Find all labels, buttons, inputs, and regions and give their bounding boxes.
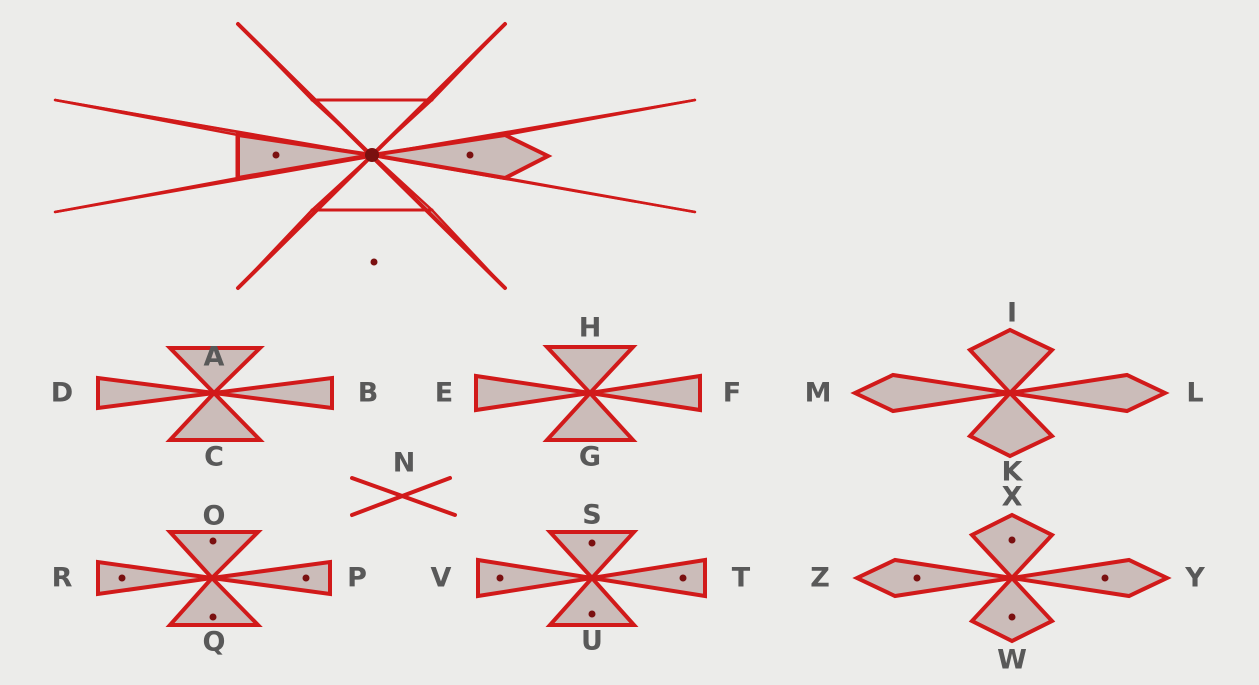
label-d: D bbox=[51, 378, 73, 409]
label-v: V bbox=[431, 563, 452, 594]
triangle-v bbox=[478, 560, 592, 596]
dot-u bbox=[589, 611, 596, 618]
dot-q bbox=[210, 614, 217, 621]
glyph-group-wxyz bbox=[857, 515, 1167, 641]
label-c: C bbox=[204, 442, 224, 473]
label-w: W bbox=[997, 645, 1027, 676]
dot-v bbox=[497, 575, 504, 582]
star-dot-right bbox=[467, 152, 474, 159]
dot-y bbox=[1102, 575, 1109, 582]
glyph-group-stuv bbox=[478, 532, 705, 625]
dot-x bbox=[1009, 537, 1016, 544]
label-n: N bbox=[393, 448, 416, 479]
label-h: H bbox=[579, 313, 602, 344]
glyph-group-opqr bbox=[98, 532, 330, 625]
diamond-y bbox=[1012, 560, 1167, 596]
diamond-k bbox=[970, 393, 1052, 456]
diamond-m bbox=[855, 375, 1010, 411]
diamond-w bbox=[972, 578, 1052, 641]
star-inner-right bbox=[372, 135, 548, 178]
master-star-figure bbox=[55, 24, 695, 288]
wedge-c bbox=[170, 393, 260, 440]
label-a: A bbox=[204, 342, 225, 373]
dot-p bbox=[303, 575, 310, 582]
diamond-l bbox=[1010, 375, 1165, 411]
label-e: E bbox=[435, 378, 453, 409]
label-x: X bbox=[1002, 482, 1023, 513]
diamond-z bbox=[857, 560, 1012, 596]
label-o: O bbox=[203, 501, 226, 532]
triangle-e bbox=[476, 376, 590, 410]
glyph-group-efgh bbox=[476, 347, 700, 440]
label-s: S bbox=[582, 500, 601, 531]
dot-z bbox=[914, 575, 921, 582]
dot-r bbox=[119, 575, 126, 582]
star-inner-left bbox=[238, 135, 372, 178]
star-dot-left bbox=[273, 152, 280, 159]
triangle-h bbox=[547, 347, 633, 393]
label-t: T bbox=[732, 563, 751, 594]
wedge-r bbox=[98, 562, 212, 594]
label-z: Z bbox=[810, 563, 830, 594]
triangle-u bbox=[550, 578, 634, 625]
dot-s bbox=[589, 540, 596, 547]
label-q: Q bbox=[203, 627, 226, 658]
triangle-s bbox=[550, 532, 634, 578]
dot-t bbox=[680, 575, 687, 582]
diamond-i bbox=[970, 330, 1052, 393]
label-g: G bbox=[579, 442, 601, 473]
label-y: Y bbox=[1184, 563, 1205, 594]
triangle-t bbox=[592, 560, 705, 596]
label-l: L bbox=[1186, 378, 1203, 409]
star-dot-bottom bbox=[371, 259, 378, 266]
label-u: U bbox=[581, 626, 603, 657]
triangle-g bbox=[547, 393, 633, 440]
wedge-p bbox=[212, 562, 330, 594]
label-i: I bbox=[1007, 298, 1017, 329]
wedge-d bbox=[98, 378, 214, 408]
triangle-f bbox=[590, 376, 700, 410]
label-p: P bbox=[347, 563, 367, 594]
label-m: M bbox=[805, 378, 832, 409]
wedge-b bbox=[214, 378, 332, 408]
label-b: B bbox=[358, 378, 379, 409]
glyph-group-iklm bbox=[855, 330, 1165, 456]
diamond-x bbox=[972, 515, 1052, 578]
dot-w bbox=[1009, 614, 1016, 621]
star-center-dot bbox=[365, 148, 379, 162]
label-r: R bbox=[52, 563, 73, 594]
dot-o bbox=[210, 538, 217, 545]
label-f: F bbox=[723, 378, 741, 409]
glyph-group-n bbox=[352, 478, 455, 515]
